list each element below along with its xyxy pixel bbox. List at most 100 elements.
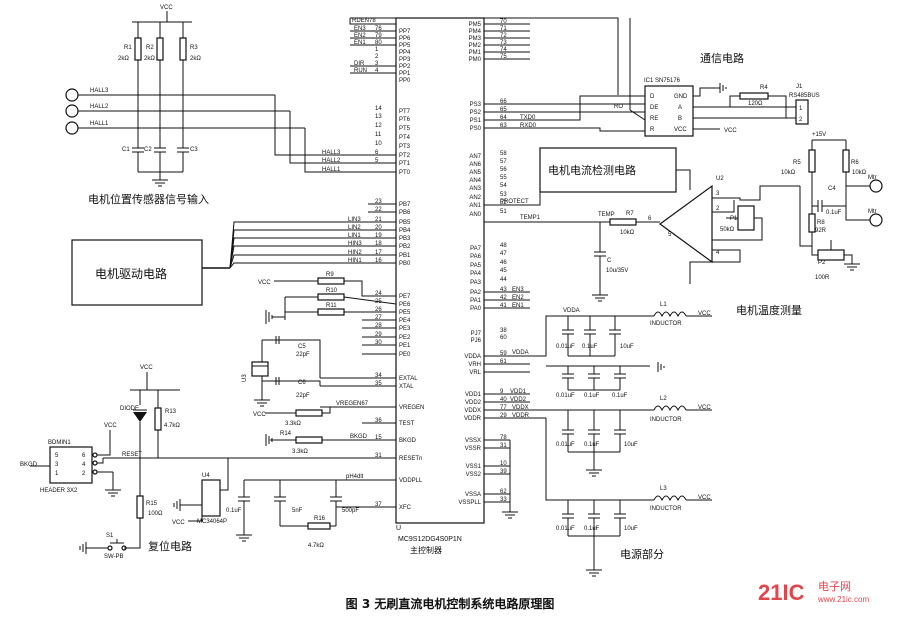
capacitor-c6: C6 22pF	[275, 377, 310, 399]
mcu-left-pin-name: PE7	[399, 294, 411, 300]
mcu-u-label: U	[396, 525, 401, 532]
mcu-left-pin-number: 18	[375, 241, 382, 247]
mcu-right-pin-name: PS1	[470, 118, 482, 124]
svg-text:HEADER 3X2: HEADER 3X2	[40, 488, 78, 494]
svg-text:4: 4	[716, 250, 720, 256]
svg-text:GND: GND	[674, 94, 688, 100]
svg-text:5: 5	[55, 453, 59, 459]
mcu-right-pin-number: 73	[500, 40, 507, 46]
mcu-left-pin-number: 12	[375, 123, 382, 129]
mcu-right-pin-number: 44	[500, 277, 507, 283]
ground-icon	[105, 489, 121, 497]
figure-caption: 图 3 无刷直流电机控制系统电路原理图	[346, 596, 555, 611]
svg-text:R2: R2	[146, 45, 154, 51]
mcu-right-pin-number: 29	[500, 413, 507, 419]
svg-text:R16: R16	[314, 516, 326, 522]
crystal-icon	[251, 361, 269, 377]
mcu-right-pin-number: 31	[500, 443, 507, 449]
svg-text:10u/35V: 10u/35V	[606, 268, 628, 274]
capacitor-cn1: 0.1uF	[226, 480, 250, 535]
svg-text:0.1uF: 0.1uF	[584, 442, 600, 448]
hall-vcc-label: VCC	[160, 5, 173, 11]
mcu-right-pin-name: VDD1	[465, 392, 482, 398]
potentiometer-p1: P1 50kΩ	[712, 205, 763, 241]
svg-text:A: A	[678, 105, 682, 111]
svg-text:BKGD: BKGD	[20, 462, 38, 468]
u4-supervisor: U4 MC34064P VCC	[172, 458, 229, 526]
motor-plus-connector-icon	[869, 179, 883, 193]
svg-text:INDUCTOR: INDUCTOR	[650, 417, 682, 423]
svg-text:VCC: VCC	[104, 423, 117, 429]
svg-text:100R: 100R	[815, 275, 830, 281]
mcu-left-pin-name: PT2	[399, 153, 411, 159]
svg-text:MC34064P: MC34064P	[197, 519, 227, 525]
ground-icon	[592, 294, 608, 302]
mcu-left-pin-number: 37	[375, 502, 382, 508]
mcu-right-pin-number: 55	[500, 175, 507, 181]
svg-text:D: D	[650, 94, 655, 100]
mcu-left-pin-name: BKGD	[399, 438, 417, 444]
svg-text:TEMP: TEMP	[598, 212, 615, 218]
mcu-left-pin-name: PP2	[399, 64, 411, 70]
ground-icon	[265, 434, 273, 446]
svg-text:INDUCTOR: INDUCTOR	[650, 506, 682, 512]
svg-text:R1: R1	[124, 45, 132, 51]
mcu-left-pin-name: PT4	[399, 135, 411, 141]
mcu-right-pin-number: 72	[500, 33, 507, 39]
mcu-right-pin-number: 65	[500, 107, 507, 113]
mcu-right-pin-name: PM2	[469, 43, 482, 49]
mcu-left-control-signals: EN3 EN2 EN1 DIR RUN	[350, 26, 396, 74]
hall-sensor-section: VCC R1 2kΩ R2 2kΩ R3 2kΩ HALL3 HALL2 HAL…	[65, 5, 396, 206]
svg-text:10kΩ: 10kΩ	[852, 170, 867, 176]
mcu-right-pin-name: PM1	[469, 50, 482, 56]
mcu-left-pin-number: 23	[375, 199, 382, 205]
mcu-right-pin-number: 53	[500, 192, 507, 198]
mcu-right-pin-number: 60	[500, 335, 507, 341]
mcu-right-pin-number: 33	[500, 497, 507, 503]
mcu-left-pin-number: 4	[375, 68, 379, 74]
potentiometer-p2: P2 100R	[811, 240, 853, 281]
mcu-right-pin-number: 70	[500, 19, 507, 25]
ground-icon	[657, 362, 665, 372]
svg-text:C6: C6	[298, 380, 306, 386]
comm-section: 通信电路 IC1 SN75176 D DE RE R GND A B VCC R…	[484, 52, 820, 137]
svg-text:0.1uF: 0.1uF	[826, 210, 842, 216]
mcu-left-pin-name: PE4	[399, 318, 411, 324]
svg-text:U2: U2	[716, 176, 724, 182]
temp-measure-section: TEMP1 R7 10kΩ TEMP 6 C 10u/35V U2 3 2 4 …	[484, 132, 883, 317]
mcu-left-pin-number: 13	[375, 114, 382, 120]
svg-text:RS485BUS: RS485BUS	[789, 93, 820, 99]
mcu-left-pin-name: RESETn	[399, 456, 422, 462]
svg-text:50kΩ: 50kΩ	[720, 227, 735, 233]
svg-text:4.7kΩ: 4.7kΩ	[164, 423, 180, 429]
mcu-left-pin-number: 2	[375, 54, 379, 60]
rden-label: RDEN78	[352, 18, 376, 24]
mcu-right-pin-number: 38	[500, 328, 507, 334]
reset-title: 复位电路	[148, 539, 192, 553]
mcu-right-pin-number: 71	[500, 26, 507, 32]
mcu-right-pin-name: AN2	[469, 195, 481, 201]
svg-text:HALL2: HALL2	[322, 158, 341, 164]
hall1-connector-icon	[65, 121, 79, 135]
capacitor-temp: C 10u/35V	[594, 251, 628, 295]
svg-text:DE: DE	[650, 105, 658, 111]
mcu-right-pin-number: 51	[500, 209, 507, 215]
ic1-label: IC1 SN75176	[644, 78, 681, 84]
j1-connector: 12 J1 RS485BUS	[789, 84, 820, 125]
svg-text:3: 3	[55, 462, 59, 468]
mcu-right-pin-number: 48	[500, 243, 507, 249]
mcu-left-pin-number: 17	[375, 250, 382, 256]
mcu-right-pin-name: PM0	[469, 57, 482, 63]
cap-bank-2: 0.01uF 0.1uF 0.1uF	[546, 365, 650, 399]
svg-text:VDD1: VDD1	[510, 389, 527, 395]
resistor-r3: R3 2kΩ	[179, 22, 201, 148]
mcu-left-pin-name: PT6	[399, 117, 411, 123]
mcu-right-pin-name: PA4	[470, 271, 482, 277]
mcu-right-pin-number: 45	[500, 268, 507, 274]
mcu-right-pin-name: VSSR	[465, 446, 482, 452]
mcu-right-pin-number: 9	[500, 389, 504, 395]
inductor-l1: L1 INDUCTOR VCC	[650, 302, 712, 327]
svg-text:S1: S1	[106, 533, 114, 539]
svg-text:pH4dlt: pH4dlt	[346, 474, 364, 480]
